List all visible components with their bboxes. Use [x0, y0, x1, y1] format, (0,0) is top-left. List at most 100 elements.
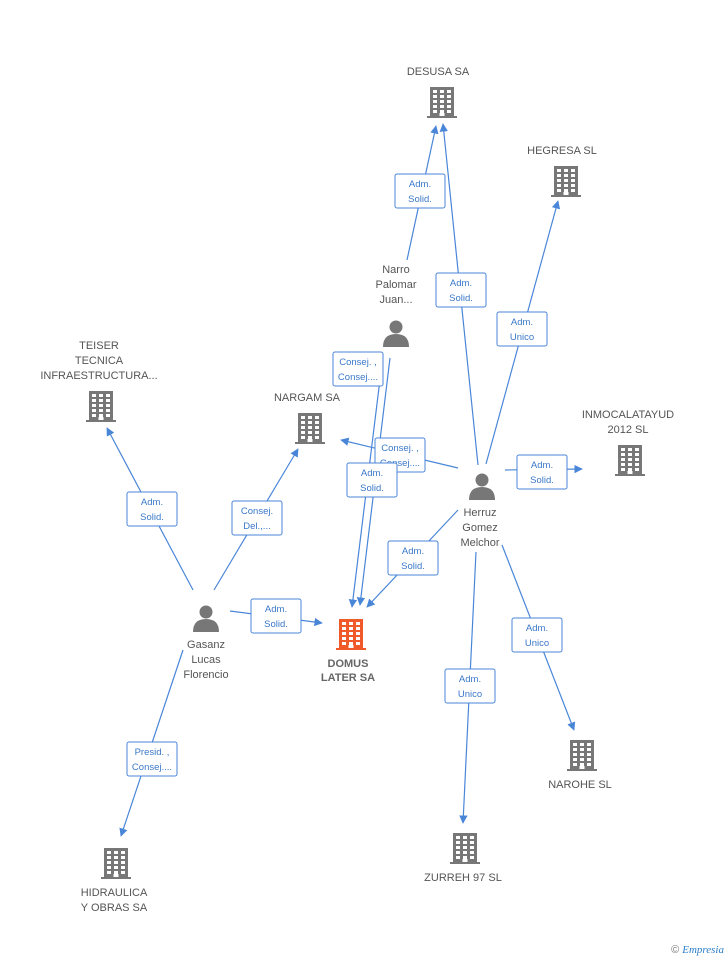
person-icon	[193, 605, 219, 632]
building-window	[456, 836, 460, 839]
edge-label-gasanz-to-nargam[interactable]: Consej.Del.,...	[231, 500, 283, 536]
node-label-line: INFRAESTRUCTURA...	[40, 370, 157, 382]
node-narro[interactable]: NarroPalomarJuan...	[376, 264, 417, 347]
edge-label-box	[394, 173, 446, 209]
node-label-line: Narro	[382, 264, 410, 276]
edge-label-line: Solid.	[360, 483, 384, 494]
building-window	[580, 748, 584, 751]
edge-label-box	[516, 454, 568, 490]
edge-label-narro-to-nargam[interactable]: Consej. ,Consej....	[332, 351, 384, 387]
edge-label-line: Solid.	[264, 619, 288, 630]
building-window	[456, 856, 460, 859]
edge-label-line: Adm.	[531, 460, 553, 471]
building-window	[356, 637, 360, 640]
building-base	[450, 862, 480, 864]
edge-label-line: Adm.	[409, 179, 431, 190]
building-window	[573, 758, 577, 761]
edge-label-box	[387, 540, 439, 576]
building-window	[121, 866, 125, 869]
building-window	[470, 856, 474, 859]
building-window	[301, 421, 305, 424]
building-window	[587, 753, 591, 756]
edge-label-box	[496, 311, 548, 347]
node-label-line: Palomar	[376, 279, 417, 291]
building-base	[101, 877, 131, 879]
building-window	[114, 861, 118, 864]
building-window	[621, 463, 625, 466]
building-window	[342, 627, 346, 630]
building-window	[571, 189, 575, 192]
building-window	[571, 179, 575, 182]
edge-label-line: Solid.	[140, 512, 164, 523]
edge-label-herruz-to-zurreh[interactable]: Adm.Unico	[444, 668, 496, 704]
building-door	[627, 471, 633, 475]
building-window	[106, 414, 110, 417]
building-base	[336, 648, 366, 650]
building-window	[628, 463, 632, 466]
building-door	[462, 859, 468, 863]
edge-label-gasanz-to-hidraulica[interactable]: Presid. ,Consej....	[126, 741, 178, 777]
building-window	[315, 416, 319, 419]
edge-label-herruz-to-narohe[interactable]: Adm.Unico	[511, 617, 563, 653]
building-window	[301, 426, 305, 429]
building-window	[564, 189, 568, 192]
edge-label-line: Adm.	[526, 623, 548, 634]
building-base	[567, 769, 597, 771]
brand-watermark: ©Empresia	[671, 944, 724, 956]
building-window	[628, 453, 632, 456]
edge-label-box	[346, 462, 398, 498]
edges-layer	[106, 123, 583, 837]
building-icon	[295, 413, 325, 444]
building-window	[557, 169, 561, 172]
building-window	[121, 851, 125, 854]
edge-label-line: Solid.	[449, 293, 473, 304]
node-hegresa[interactable]: HEGRESA SL	[527, 145, 597, 197]
building-window	[92, 409, 96, 412]
building-window	[114, 851, 118, 854]
edge-label-gasanz-to-teiser[interactable]: Adm.Solid.	[126, 491, 178, 527]
person-head	[475, 473, 489, 487]
edge-label-herruz-to-desusa[interactable]: Adm.Solid.	[435, 272, 487, 308]
edge-label-line: Consej....	[132, 762, 172, 773]
node-label-line: HEGRESA SL	[527, 145, 597, 157]
node-label-line: Herruz	[463, 507, 496, 519]
edge-label-narro-to-domus[interactable]: Adm.Solid.	[346, 462, 398, 498]
person-body	[383, 334, 409, 347]
edge-label-line: Consej.	[241, 506, 273, 517]
building-base	[295, 442, 325, 444]
node-label-line: ZURREH 97 SL	[424, 872, 502, 884]
building-window	[349, 642, 353, 645]
building-window	[580, 763, 584, 766]
node-zurreh[interactable]: ZURREH 97 SL	[424, 833, 502, 884]
edge-label-herruz-to-domus[interactable]: Adm.Solid.	[387, 540, 439, 576]
building-window	[580, 743, 584, 746]
building-window	[315, 421, 319, 424]
node-nargam[interactable]: NARGAM SA	[274, 392, 341, 444]
node-narohe[interactable]: NAROHE SL	[548, 740, 612, 791]
node-label-line: Gasanz	[187, 639, 225, 651]
building-window	[308, 436, 312, 439]
building-window	[587, 758, 591, 761]
node-teiser[interactable]: TEISERTECNICAINFRAESTRUCTURA...	[40, 340, 158, 422]
edge-label-herruz-to-hegresa[interactable]: Adm.Unico	[496, 311, 548, 347]
edge-label-narro-to-desusa[interactable]: Adm.Solid.	[394, 173, 446, 209]
edge-label-gasanz-to-domus[interactable]: Adm.Solid.	[250, 598, 302, 634]
edge-label-herruz-to-inmocal[interactable]: Adm.Solid.	[516, 454, 568, 490]
building-window	[315, 431, 319, 434]
building-window	[573, 753, 577, 756]
building-window	[349, 637, 353, 640]
node-desusa[interactable]: DESUSA SA	[407, 66, 470, 118]
building-window	[356, 622, 360, 625]
building-door	[439, 113, 445, 117]
node-label-line: NARGAM SA	[274, 392, 341, 404]
edge-label-line: Adm.	[511, 317, 533, 328]
building-base	[615, 474, 645, 476]
edge-label-line: Solid.	[401, 561, 425, 572]
building-window	[580, 758, 584, 761]
